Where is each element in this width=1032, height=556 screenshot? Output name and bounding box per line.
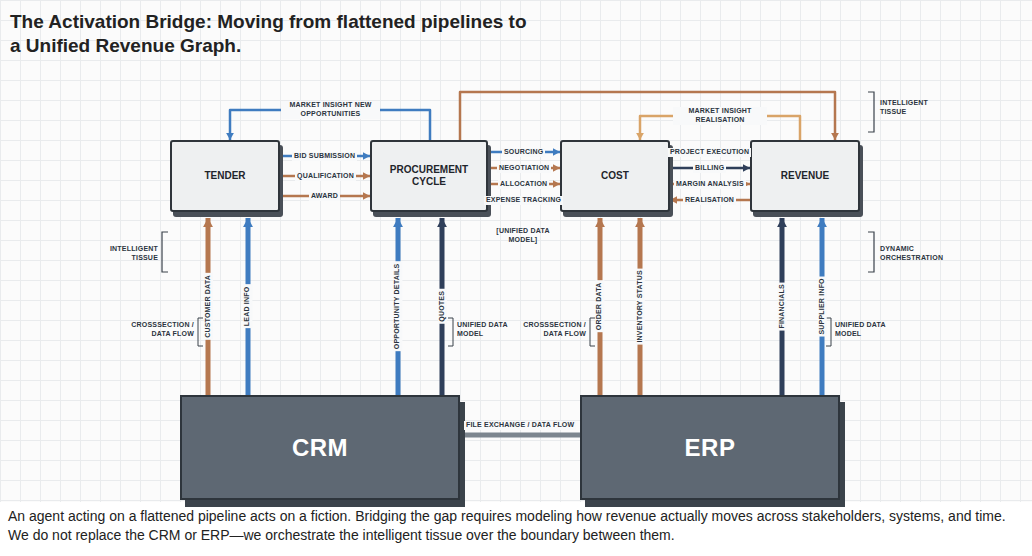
arrowhead <box>226 133 234 140</box>
bracket <box>198 318 203 346</box>
annotation-label: DYNAMIC ORCHESTRATION <box>880 244 960 262</box>
bracket <box>868 232 874 272</box>
edge-label: OPPORTUNITY DETAILS <box>393 262 402 352</box>
edge-label: BILLING <box>693 164 726 173</box>
arrowhead <box>636 133 644 140</box>
edge-label: EXPENSE TRACKING <box>484 196 563 205</box>
arrowhead <box>553 164 560 172</box>
process-box: PROCUREMENT CYCLE <box>370 140 488 212</box>
arrowhead <box>595 218 605 227</box>
box-label: COST <box>597 166 633 186</box>
edge-label: BID SUBMISSION <box>292 152 357 161</box>
edge-label: REALISATION <box>683 196 736 205</box>
edge-label: ORDER DATA <box>595 281 604 333</box>
edge-label: FILE EXCHANGE / DATA FLOW <box>464 421 576 430</box>
flow-connector <box>460 92 835 140</box>
process-box: COST <box>560 140 670 212</box>
arrowhead <box>203 218 213 227</box>
annotation-label: CROSSSECTION / DATA FLOW <box>522 320 586 338</box>
box-label: CRM <box>292 434 348 462</box>
arrowhead <box>831 133 839 140</box>
arrowhead <box>635 218 645 227</box>
edge-label: QUALIFICATION <box>295 172 356 181</box>
edge-label: INVENTORY STATUS <box>636 268 645 344</box>
annotation-label: INTELLIGENT TISSUE <box>92 244 158 262</box>
edge-label: LEAD INFO <box>243 285 252 329</box>
arrowhead <box>437 218 447 227</box>
edge-label: ALLOCATION <box>498 180 549 189</box>
system-block: ERP <box>580 395 840 500</box>
box-label: ERP <box>685 434 736 462</box>
edge-label: FINANCIALS <box>778 282 787 330</box>
edge-label: SUPPLIER INFO <box>818 276 827 336</box>
bracket <box>162 232 168 272</box>
edge-label: MARKET INSIGHT NEW OPPORTUNITIES <box>281 101 380 119</box>
diagram-caption: An agent acting on a flattened pipeline … <box>8 507 1024 545</box>
arrowhead <box>553 148 560 156</box>
edge-label: AWARD <box>309 192 340 201</box>
arrowhead <box>363 152 370 160</box>
arrowhead <box>743 164 750 172</box>
edge-label: QUOTES <box>438 289 447 324</box>
arrowhead <box>777 218 787 227</box>
process-box: TENDER <box>170 140 280 212</box>
edge-label: PROJECT EXECUTION <box>668 148 751 157</box>
box-label: TENDER <box>200 166 249 186</box>
flow-connector <box>460 433 580 438</box>
edge-label: MARKET INSIGHT REALISATION <box>673 107 767 125</box>
bracket <box>826 318 831 346</box>
arrowhead <box>363 192 370 200</box>
arrowhead <box>553 180 560 188</box>
arrowhead <box>393 218 403 227</box>
annotation-label: [UNIFIED DATA MODEL] <box>483 226 563 244</box>
annotation-label: UNIFIED DATA MODEL <box>457 320 519 338</box>
diagram-title: The Activation Bridge: Moving from flatt… <box>10 10 540 58</box>
edge-label: CUSTOMER DATA <box>204 273 213 340</box>
annotation-label: INTELLIGENT TISSUE <box>880 98 950 116</box>
edge-label: SOURCING <box>502 148 545 157</box>
system-block: CRM <box>180 395 460 500</box>
process-box: REVENUE <box>750 140 860 212</box>
box-label: REVENUE <box>777 166 833 186</box>
arrowhead <box>243 218 253 227</box>
edge-label: NEGOTIATION <box>497 164 551 173</box>
box-label: PROCUREMENT CYCLE <box>372 160 486 192</box>
arrowhead <box>363 172 370 180</box>
edge-label: MARGIN ANALYSIS <box>674 180 746 189</box>
arrowhead <box>670 196 677 204</box>
arrowhead <box>817 218 827 227</box>
bracket <box>590 318 595 346</box>
annotation-label: UNIFIED DATA MODEL <box>835 320 897 338</box>
annotation-label: CROSSSECTION / DATA FLOW <box>122 320 194 338</box>
bracket <box>448 318 453 346</box>
bracket <box>868 92 874 132</box>
